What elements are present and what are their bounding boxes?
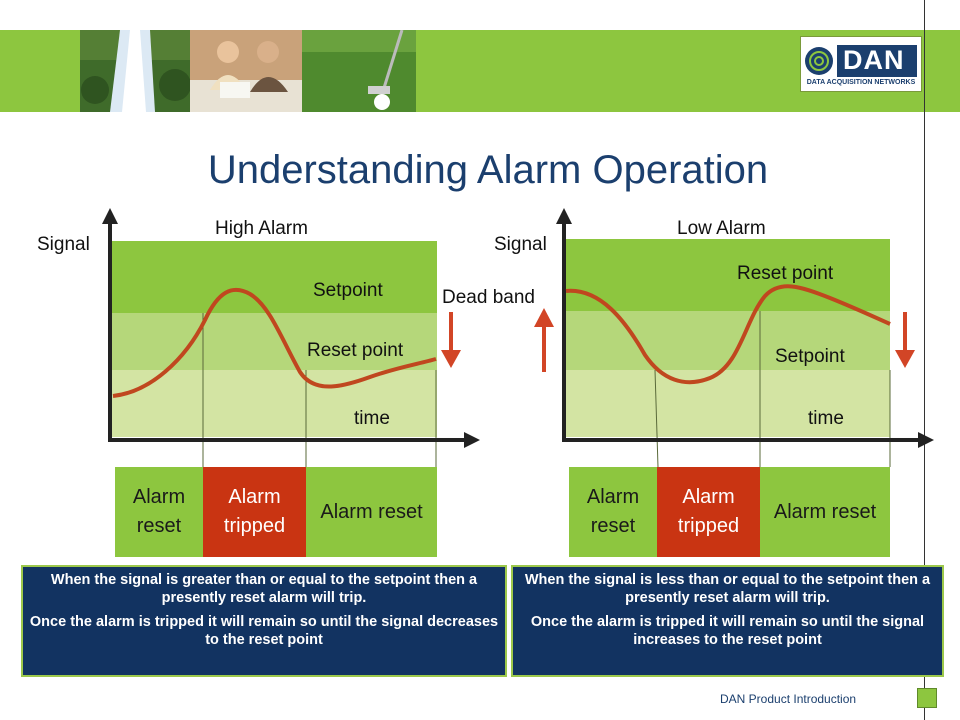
golf-photo bbox=[302, 30, 416, 112]
high-desc-trip: When the signal is greater than or equal… bbox=[50, 572, 478, 606]
low-divider-left bbox=[654, 369, 659, 468]
low-y-arrowhead bbox=[556, 208, 572, 224]
high-y-arrowhead bbox=[102, 208, 118, 224]
high-normal-zone bbox=[112, 370, 437, 437]
high-time-label: time bbox=[354, 408, 390, 429]
high-state-reset-2: Alarm reset bbox=[306, 467, 437, 557]
high-alarm-description: When the signal is greater than or equal… bbox=[21, 565, 507, 677]
right-border-line bbox=[924, 0, 925, 720]
waterfall-photo bbox=[80, 30, 190, 112]
low-state-tripped: Alarm tripped bbox=[657, 467, 760, 557]
logo-text: DAN bbox=[843, 45, 905, 75]
low-desc-hold: Once the alarm is tripped it will remain… bbox=[530, 614, 925, 648]
footer-caption: DAN Product Introduction bbox=[720, 692, 857, 706]
low-state-reset-2: Alarm reset bbox=[760, 467, 890, 557]
low-setpoint-label: Setpoint bbox=[775, 346, 845, 367]
high-alarm-chart bbox=[102, 208, 480, 467]
low-state-reset-1: Alarm reset bbox=[569, 467, 657, 557]
low-dead-band-label: Dead band bbox=[442, 287, 535, 308]
low-time-label: time bbox=[808, 408, 844, 429]
footer-square bbox=[917, 688, 937, 708]
low-desc-trip: When the signal is less than or equal to… bbox=[524, 572, 931, 606]
logo-tagline: DATA ACQUISITION NETWORKS bbox=[806, 79, 916, 86]
low-signal-curve bbox=[565, 284, 891, 385]
high-state-tripped: Alarm tripped bbox=[203, 467, 306, 557]
low-setpoint-zone bbox=[566, 370, 890, 437]
dan-logo: DAN DATA ACQUISITION NETWORKS bbox=[800, 36, 922, 92]
low-reset-point-label: Reset point bbox=[737, 263, 834, 284]
low-x-arrowhead bbox=[918, 432, 934, 448]
low-alarm-title: Low Alarm bbox=[677, 218, 766, 239]
high-x-arrowhead bbox=[464, 432, 480, 448]
low-up-arrowhead bbox=[534, 308, 554, 327]
high-desc-hold: Once the alarm is tripped it will remain… bbox=[29, 614, 499, 648]
low-signal-label: Signal bbox=[494, 234, 547, 255]
high-state-reset-1: Alarm reset bbox=[115, 467, 203, 557]
high-down-arrowhead bbox=[441, 350, 461, 368]
page-title: Understanding Alarm Operation bbox=[207, 148, 769, 192]
low-alarm-chart bbox=[534, 208, 934, 468]
high-alarm-title: High Alarm bbox=[215, 218, 308, 239]
high-signal-label: Signal bbox=[37, 234, 90, 255]
high-reset-point-label: Reset point bbox=[307, 340, 404, 361]
people-photo bbox=[190, 30, 302, 112]
high-setpoint-label: Setpoint bbox=[313, 280, 383, 301]
high-setpoint-zone bbox=[112, 241, 437, 313]
low-alarm-description: When the signal is less than or equal to… bbox=[511, 565, 944, 677]
low-down-arrowhead bbox=[895, 350, 915, 368]
high-signal-curve bbox=[112, 288, 437, 398]
